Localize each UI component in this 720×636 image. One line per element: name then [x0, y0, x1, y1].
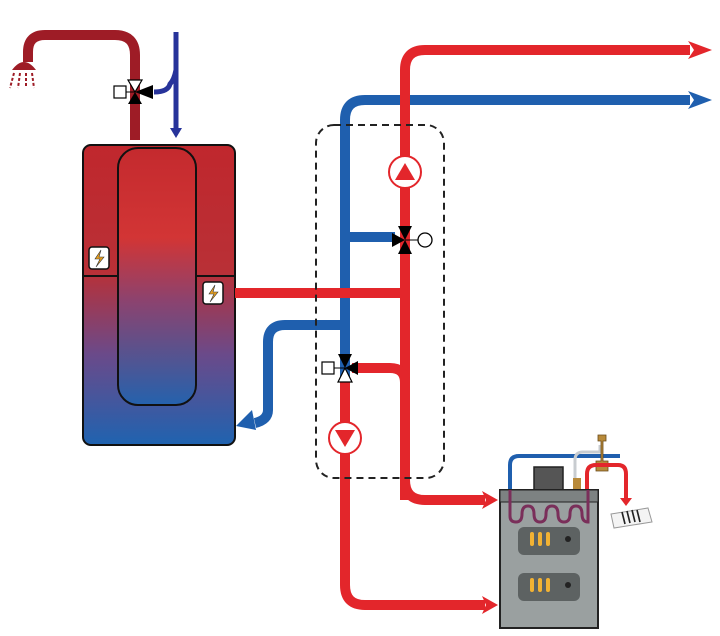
heating-element-icon: [88, 246, 110, 270]
boiler: [499, 434, 632, 629]
pump-icon: [388, 155, 422, 189]
cold-inlet-pipe: [153, 32, 182, 138]
arrow-icon: [482, 596, 498, 614]
arrow-icon: [482, 491, 498, 509]
pump-icon: [328, 421, 362, 455]
arrow-icon: [688, 41, 712, 59]
mixing-valve-icon: [113, 79, 153, 104]
three-way-valve-icon: [321, 354, 358, 383]
dhw-hot-pipe: [23, 30, 140, 140]
radiator-icon: [610, 507, 653, 529]
cold-return-pipe: [253, 95, 690, 440]
shower-icon: [9, 62, 36, 89]
three-way-valve-icon: [392, 226, 433, 254]
arrow-icon: [688, 91, 712, 109]
heating-element-icon: [202, 281, 224, 305]
arrow-icon: [236, 410, 256, 430]
hot-supply-pipe: [235, 45, 690, 610]
mixing-group-outline: [315, 124, 445, 479]
